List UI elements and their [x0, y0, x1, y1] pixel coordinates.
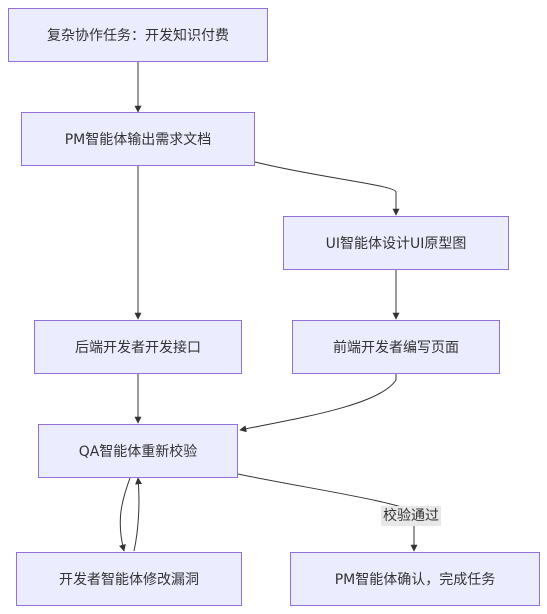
node-pm-doc-label: PM智能体输出需求文档: [64, 132, 212, 148]
node-confirm: PM智能体确认，完成任务: [290, 552, 540, 606]
node-frontend: 前端开发者编写页面: [292, 320, 500, 374]
node-pm-doc: PM智能体输出需求文档: [21, 112, 255, 166]
node-qa-label: QA智能体重新校验: [78, 444, 198, 460]
node-ui-design-label: UI智能体设计UI原型图: [325, 236, 467, 252]
edge-fix-to-qa: [133, 477, 143, 552]
node-backend-label: 后端开发者开发接口: [75, 340, 201, 356]
node-task: 复杂协作任务：开发知识付费: [8, 8, 268, 62]
node-confirm-label: PM智能体确认，完成任务: [334, 572, 496, 588]
node-fix: 开发者智能体修改漏洞: [16, 552, 242, 606]
node-fix-label: 开发者智能体修改漏洞: [59, 572, 199, 588]
edge-qa-to-fix: [119, 477, 131, 552]
edge-label-pass: 校验通过: [381, 506, 441, 526]
node-backend: 后端开发者开发接口: [34, 320, 242, 374]
node-frontend-label: 前端开发者编写页面: [333, 340, 459, 356]
node-task-label: 复杂协作任务：开发知识付费: [47, 28, 229, 44]
edge-frontend-to-qa: [239, 374, 397, 433]
edge-pm-to-ui: [254, 161, 400, 216]
node-qa: QA智能体重新校验: [38, 424, 238, 478]
node-ui-design: UI智能体设计UI原型图: [283, 216, 509, 270]
